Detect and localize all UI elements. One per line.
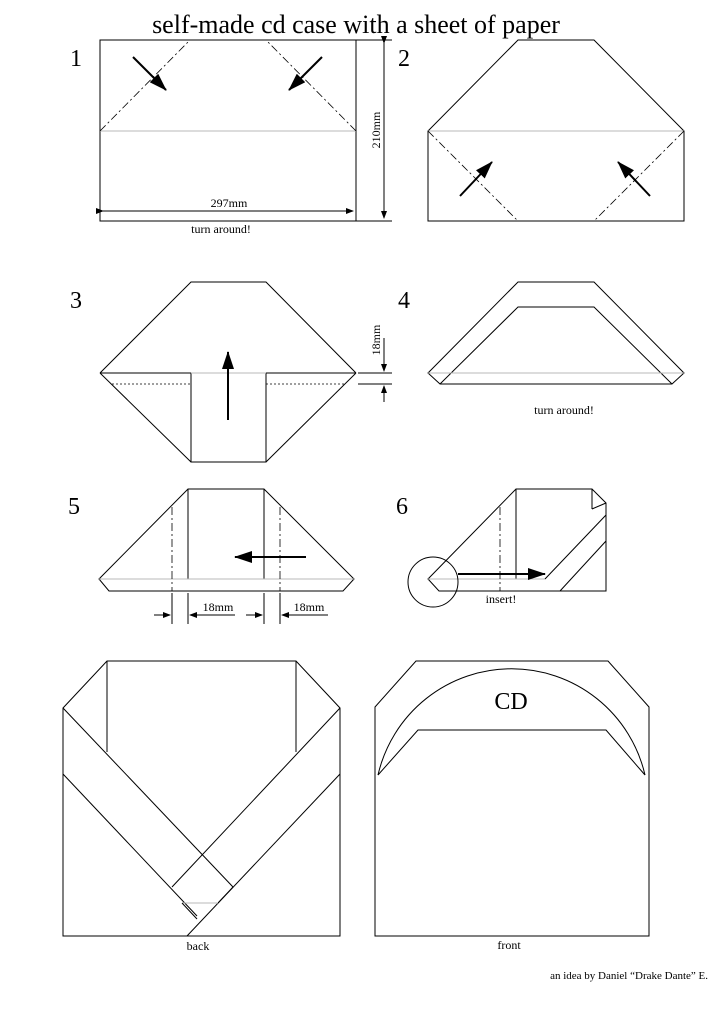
cd-disc (377, 668, 646, 776)
step-5: 5 18mm 18mm (68, 488, 355, 624)
front-label: front (497, 938, 521, 952)
fold-left-label: 18mm (203, 600, 234, 614)
step-1: 1 297mm turn around! 210mm (70, 36, 392, 236)
fold-dimension-label: 18mm (369, 324, 383, 355)
step-6: 6 insert! (396, 488, 607, 608)
insert-note: insert! (486, 592, 517, 606)
step-4-turn-note: turn around! (534, 403, 594, 417)
cd-label: CD (494, 689, 527, 715)
step-4: 4 turn around! (398, 281, 685, 417)
step-5-number: 5 (68, 494, 80, 520)
front-view: CD front (374, 660, 650, 952)
step-6-number: 6 (396, 494, 408, 520)
page-title: self-made cd case with a sheet of paper (152, 10, 560, 39)
width-dimension-label: 297mm (211, 196, 248, 210)
credit-line: an idea by Daniel “Drake Dante” E. (550, 970, 708, 982)
step-4-number: 4 (398, 288, 410, 314)
back-label: back (187, 939, 210, 953)
step-1-number: 1 (70, 46, 82, 72)
step-3-number: 3 (70, 288, 82, 314)
fold-right-label: 18mm (294, 600, 325, 614)
step-3: 3 18mm (70, 281, 392, 463)
step-1-turn-note: turn around! (191, 222, 251, 236)
back-view: back (62, 660, 341, 953)
height-dimension-label: 210mm (369, 111, 383, 148)
step-2: 2 (398, 39, 685, 222)
step-2-number: 2 (398, 46, 410, 72)
